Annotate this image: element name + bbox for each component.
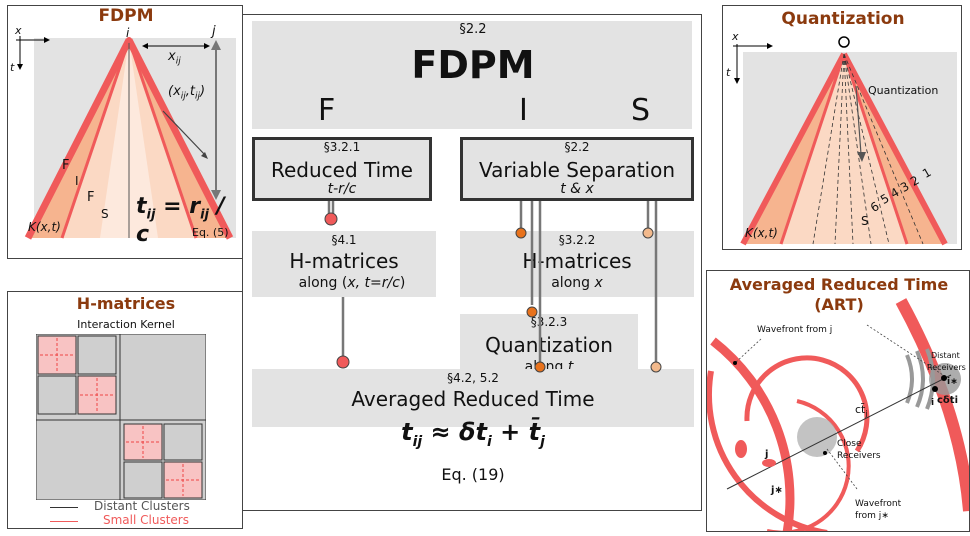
art-section: §4.2, 5.2 [447,371,499,385]
quantization-title: Quantization [485,333,613,357]
art-box [252,369,694,427]
fdpm-panel: FDPM x t i j xij (xij,tij) F I F S K(x,t… [7,5,243,259]
art-label-istar: i∗ [947,377,958,387]
fdpm-header-box [252,21,692,129]
center-panel: §2.2 FDPM F I S §3.2.1 Reduced Time t-r/… [242,14,702,511]
quant-axis-t: t [726,66,731,79]
reduced-time-box [252,137,432,201]
quantization-panel-title: Quantization [781,9,905,29]
hmatrices-panel-title: H-matrices [76,294,176,313]
quant-num-2: 2 [908,173,922,189]
fdpm-letter-f2: F [87,190,95,205]
center-connectors [324,201,662,373]
art-receivers1: Receivers [927,363,966,372]
fdpm-axis-x: x [15,24,22,37]
variable-separation-section: §2.2 [564,140,590,154]
fdpm-letter-i: I [75,174,79,188]
art-distant: Distant [931,351,960,360]
fdpm-kernel-label: K(x,t) [28,220,61,234]
hmatrices2-section: §3.2.2 [558,233,596,247]
quantization-cone [733,36,957,246]
fdpm-panel-title: FDPM [98,6,154,26]
art-close: Close [837,439,862,449]
variable-separation-box [460,137,694,201]
hmatrix-grid [36,334,206,500]
fdpm-equation: tij = rij / c [136,194,225,248]
art-wavefront-jstar-a: Wavefront [855,499,902,509]
art-ctj: ct̄j [855,403,868,419]
art-wavefront-j: Wavefront from j [757,325,833,335]
top-title: FDPM [411,43,535,87]
reduced-time-title: Reduced Time [271,158,413,182]
legend-distant-label: Distant Clusters [94,499,190,513]
fdpm-label-xij: xij [168,49,181,67]
variable-separation-title: Variable Separation [478,158,676,182]
variable-separation-sub: t & x [560,181,594,197]
hmatrices-panel-subtitle: Interaction Kernel [77,318,175,331]
fdpm-axis-t: t [10,61,15,74]
fdpm-eq-ref: Eq. (5) [192,226,229,239]
quant-kernel-label: K(x,t) [745,226,778,240]
quant-num-5: 5 [878,191,892,207]
art-eq-ref: Eq. (19) [441,465,505,484]
letter-s: S [631,93,651,128]
quantization-panel: Quantization x t Quantization S 6 5 4 3 [722,5,962,250]
quant-num-3: 3 [898,179,912,195]
legend-small-label: Small Clusters [103,513,189,527]
fdpm-label-j: j [212,24,216,39]
art-panel-title2: (ART) [814,295,864,314]
fdpm-letter-f1: F [62,158,70,173]
hmatrices2-sub: along x [551,275,603,291]
quant-num-s: S [861,214,869,228]
art-cdti: cδti [937,395,959,406]
hmatrices1-box [252,231,436,297]
reduced-time-sub: t-r/c [327,181,357,197]
hmatrices1-title: H-matrices [289,249,399,273]
quant-arrow-label: Quantization [868,84,939,97]
fdpm-light-cone [16,36,236,240]
quant-num-4: 4 [888,185,902,201]
art-label-j: j [765,449,769,460]
art-equation: tij ≈ δti + t̄j [401,418,545,450]
art-receivers2: Receivers [837,451,881,461]
fdpm-letter-s: S [101,207,109,221]
quant-num-6: 6 [868,199,882,215]
art-wavefront-jstar-b: from j∗ [855,511,889,521]
letter-i: I [519,93,528,128]
reduced-time-section: §3.2.1 [323,140,361,154]
art-label-jstar: j∗ [771,485,783,496]
hmatrices1-section: §4.1 [331,233,357,247]
quant-num-1: 1 [920,165,934,181]
art-wavefront-diagram [707,298,969,531]
hmatrices-panel: H-matrices Interaction Kernel Distant Cl… [7,291,243,529]
art-panel-title1: Averaged Reduced Time [729,275,949,294]
legend-small-line [50,521,78,522]
top-section: §2.2 [459,22,487,37]
art-panel: Averaged Reduced Time (ART) Wavefront fr… [706,270,970,532]
quant-numbers: S 6 5 4 3 2 1 [857,156,947,228]
fdpm-label-coord: (xij,tij) [168,84,206,102]
hmatrices1-sub: along (x, t=r/c) [298,275,406,291]
quant-axis-x: x [732,30,739,43]
legend-distant-line [50,507,78,508]
art-label-i: i [931,398,935,408]
fdpm-label-i: i [126,26,130,40]
art-title: Averaged Reduced Time [351,387,595,411]
letter-f: F [318,93,336,128]
